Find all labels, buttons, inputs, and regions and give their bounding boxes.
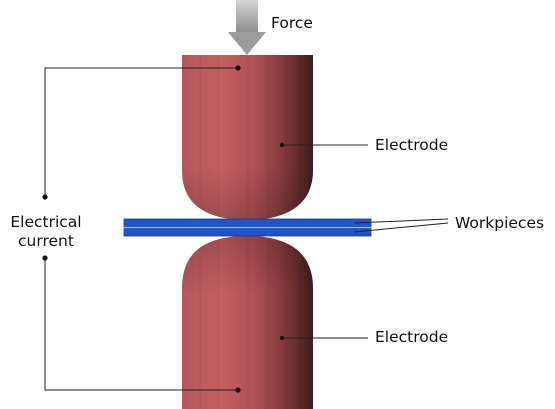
force-label: Force [271, 14, 313, 32]
workpieces [123, 218, 372, 237]
force-arrow-icon [228, 0, 266, 55]
leader-lines [282, 144, 449, 339]
leader-endpoints [279, 142, 285, 341]
workpieces-label: Workpieces [455, 214, 545, 232]
bottom-electrode [182, 236, 313, 409]
top-electrode-label: Electrode [375, 136, 449, 154]
electrical-current-circuit [44, 67, 238, 391]
electrical-current-label-line2: current [18, 232, 74, 250]
electrical-current-label: Electrical current [6, 213, 86, 251]
bottom-electrode-label: Electrode [375, 328, 449, 346]
circuit-endpoints [42, 65, 241, 393]
electrical-current-label-line1: Electrical [10, 213, 82, 231]
top-electrode [182, 55, 313, 220]
